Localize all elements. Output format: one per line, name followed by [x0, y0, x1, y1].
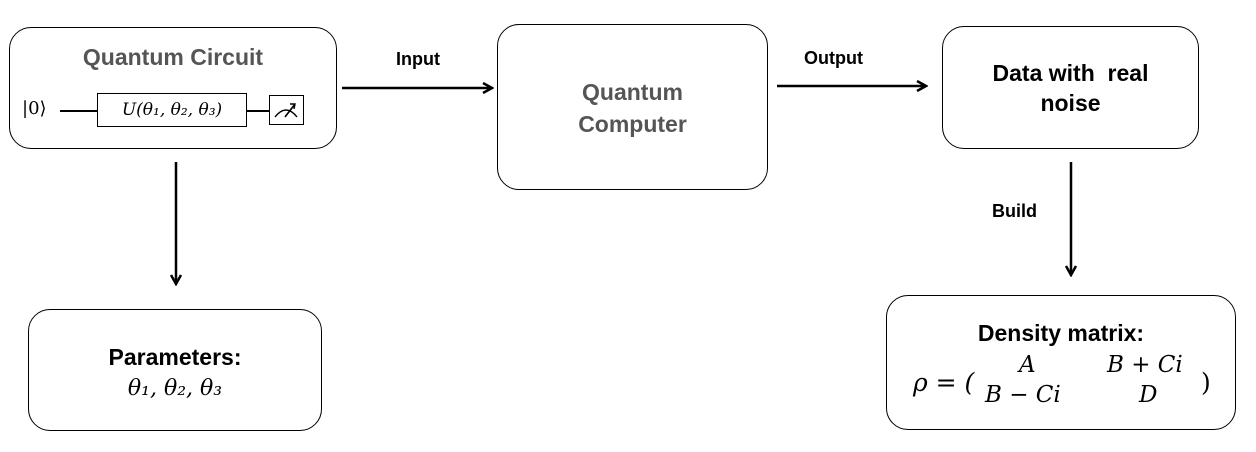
quantum-circuit-node: Quantum Circuit |0⟩ U(θ₁, θ₂, θ₃) [9, 27, 337, 149]
quantum-computer-line1: Quantum [582, 79, 683, 105]
circuit-wire-right [247, 110, 269, 112]
matrix-entry-a: A [1019, 352, 1036, 378]
density-matrix-title: Density matrix: [977, 320, 1145, 346]
circuit-wire-left [60, 110, 97, 112]
matrix-entry-d: D [1139, 382, 1158, 408]
edge-label-build: Build [992, 201, 1037, 221]
matrix-entry-b-minus-ci: B − Ci [985, 382, 1061, 408]
data-line2: noise [1040, 90, 1101, 116]
quantum-computer-node: Quantum Computer [497, 24, 768, 190]
density-matrix-formula: ρ = ( A B + Ci B − Ci D ) [887, 352, 1237, 412]
matrix-close-paren: ) [1201, 368, 1211, 397]
matrix-entry-b-plus-ci: B + Ci [1107, 352, 1183, 378]
data-line1: Data with real [992, 60, 1149, 86]
edge-label-output: Output [804, 48, 863, 68]
ket-zero-label: |0⟩ [22, 98, 47, 119]
parameters-title: Parameters: [108, 344, 242, 370]
rho-prefix: ρ = ( [913, 368, 975, 397]
unitary-gate-label: U(θ₁, θ₂, θ₃) [121, 100, 223, 120]
quantum-computer-line2: Computer [578, 111, 687, 137]
data-node: Data with real noise [942, 26, 1199, 149]
measurement-gate [269, 95, 304, 125]
quantum-circuit-title: Quantum Circuit [82, 44, 264, 70]
parameters-node: Parameters: θ₁, θ₂, θ₃ [28, 309, 322, 431]
meter-icon [274, 103, 298, 118]
circuit-diagram: |0⟩ U(θ₁, θ₂, θ₃) [10, 90, 338, 130]
density-matrix-node: Density matrix: ρ = ( A B + Ci B − Ci D … [886, 295, 1236, 430]
edge-label-input: Input [396, 49, 440, 69]
parameters-values: θ₁, θ₂, θ₃ [127, 376, 223, 401]
unitary-gate: U(θ₁, θ₂, θ₃) [97, 93, 247, 127]
